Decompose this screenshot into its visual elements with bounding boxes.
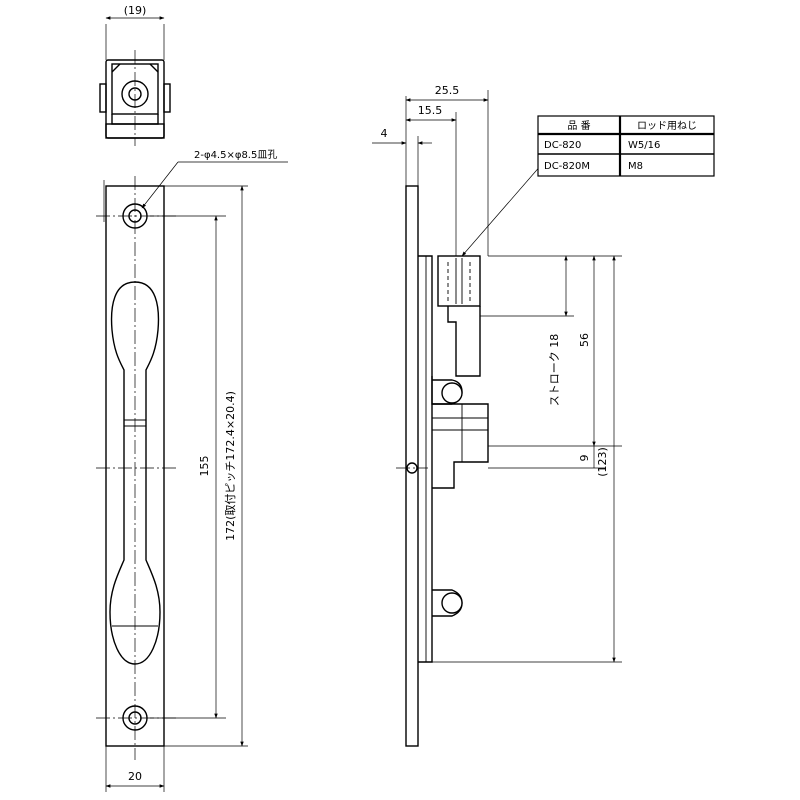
table-header-part-number: 品 番 — [567, 120, 590, 132]
side-depth-inner-dim: 15.5 — [418, 104, 443, 117]
front-width-dim: 20 — [128, 770, 142, 783]
top-view: (19) — [99, 4, 171, 146]
plate-thickness-dim: 4 — [381, 127, 388, 140]
spec-table: 品 番 ロッド用ねじ DC-820 W5/16 DC-820M M8 — [537, 115, 715, 177]
table-cell-thread-1: W5/16 — [628, 140, 660, 151]
table-cell-thread-2: M8 — [628, 161, 643, 172]
bolt-length-dim: 56 — [578, 333, 591, 347]
table-cell-part-2: DC-820M — [544, 161, 590, 172]
side-depth-total-dim: 25.5 — [435, 84, 460, 97]
front-view: 2-φ4.5×φ8.5皿孔 155 172(取付ピッチ172.4×20.4) 2… — [96, 149, 288, 792]
offset-dim: 9 — [578, 455, 591, 462]
total-length-dim: (123) — [596, 447, 609, 477]
stroke-dim: ストローク 18 — [548, 334, 561, 407]
plate-length-dim: 172(取付ピッチ172.4×20.4) — [224, 391, 237, 541]
top-width-dim: (19) — [124, 4, 147, 17]
hole-pitch-dim: 155 — [198, 456, 211, 477]
table-header-rod-thread: ロッド用ねじ — [637, 120, 697, 132]
hole-spec-label: 2-φ4.5×φ8.5皿孔 — [194, 149, 277, 161]
side-view: 25.5 15.5 4 ストローク 18 56 — [372, 84, 622, 747]
table-cell-part-1: DC-820 — [544, 140, 581, 151]
